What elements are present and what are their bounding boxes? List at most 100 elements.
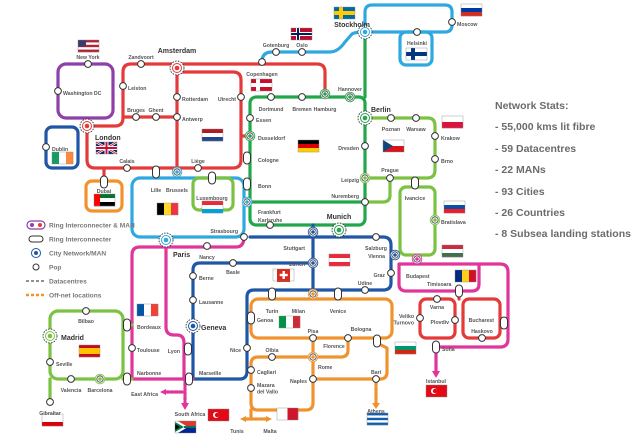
station-sofia[interactable]: Sofia (432, 340, 455, 354)
station-zurich[interactable]: Zurich (289, 257, 319, 269)
station-warsaw[interactable]: Warsaw (406, 114, 427, 133)
station-bruges[interactable]: Bruges (127, 108, 145, 121)
station-stockholm[interactable]: Stockholm (334, 22, 373, 40)
station-barcelona[interactable]: Barcelona (87, 373, 113, 394)
station-utrecht[interactable]: Utrecht (218, 93, 245, 103)
station-bucharest[interactable]: Bucharest (469, 316, 508, 330)
station-pisa[interactable]: Pisa (308, 329, 319, 342)
station-zandvoort[interactable]: Zandvoort (128, 55, 154, 68)
station-leipzig[interactable]: Leipzig (341, 172, 371, 184)
station-antwerp[interactable]: Antwerp (173, 113, 203, 123)
station-bremen[interactable]: Bremen (292, 93, 312, 113)
station-lausanne[interactable]: Lausanne (189, 296, 224, 306)
station-rotterdam[interactable]: Rotterdam (173, 93, 209, 103)
station-malta[interactable]: Malta (263, 429, 276, 435)
station-copenhagen[interactable]: Copenhagen (246, 58, 278, 78)
city-network-icon (31, 248, 41, 258)
station-east-africa[interactable]: East Africa (131, 392, 158, 398)
station-luxembourg[interactable]: Luxembourg (196, 171, 228, 202)
station-olbia[interactable]: Olbia (266, 348, 279, 361)
station-gibraltar[interactable]: Gibraltar (39, 398, 61, 417)
station-dortmund[interactable]: Dortmund (259, 93, 284, 113)
station-bologna[interactable]: Bologna (351, 327, 381, 348)
station-dusseldorf[interactable]: Dusseldorf (244, 130, 285, 142)
station-cagliari[interactable]: Cagliari (247, 366, 277, 376)
station-poznan[interactable]: Poznan (382, 114, 400, 133)
station-essen[interactable]: Essen (246, 114, 272, 124)
station-munich[interactable]: Munich (327, 214, 352, 238)
station-washington-dc[interactable]: Washington DC (54, 87, 102, 97)
station-basle[interactable]: Basle (226, 259, 240, 276)
station-bilbao[interactable]: Bilbao (78, 307, 94, 325)
station-budapest[interactable]: Budapest (406, 253, 430, 280)
station-karlsruhe[interactable]: Karlsruhe (258, 218, 282, 229)
station-athens[interactable]: Athens (367, 409, 385, 415)
station-toulouse[interactable]: Toulouse (128, 344, 160, 354)
station-turin[interactable]: Turin (266, 287, 279, 315)
station-moscow[interactable]: Moscow (448, 18, 479, 28)
station-south-africa[interactable]: South Africa (175, 412, 206, 418)
station-haskovo[interactable]: Haskovo (471, 329, 493, 342)
station-dresden[interactable]: Dresden (338, 142, 369, 152)
station-dubai[interactable]: Dubai (97, 175, 112, 195)
station-nuremberg[interactable]: Nuremberg (331, 194, 369, 206)
station-timisoara[interactable]: Timisoara (427, 282, 463, 298)
station-genoa[interactable]: Genoa (247, 311, 274, 325)
station-istanbul[interactable]: Istanbul (426, 379, 446, 385)
station-seville[interactable]: Seville (46, 358, 73, 368)
germany-flag-icon (297, 139, 320, 153)
station-brussels[interactable]: Brussels (166, 166, 188, 194)
station-amsterdam[interactable]: Amsterdam (158, 48, 197, 76)
station-calais[interactable]: Calais (119, 159, 135, 172)
station-ghent[interactable]: Ghent (149, 108, 164, 121)
station-bari[interactable]: Bari (371, 370, 382, 383)
station-vienna[interactable]: Vienna (368, 249, 401, 261)
station-venice[interactable]: Venice (330, 287, 347, 315)
station-berne[interactable]: Berne (189, 272, 214, 282)
station-bratislava[interactable]: Bratislava (429, 214, 466, 226)
station-paris[interactable]: Paris (158, 232, 190, 259)
station-florence[interactable]: Florence (323, 334, 352, 350)
station-hamburg[interactable]: Hamburg (314, 88, 337, 113)
station-leiston[interactable]: Leiston (119, 82, 147, 92)
station-naples[interactable]: Naples (290, 375, 317, 385)
station-lille[interactable]: Lille (151, 165, 161, 194)
station-stuttgart[interactable]: Stuttgart (283, 226, 319, 252)
station-helsinki[interactable]: Helsinki (407, 28, 427, 47)
station-rome[interactable]: Rome (307, 351, 333, 371)
station-strasbourg[interactable]: Strasbourg (210, 229, 248, 241)
station-frankfurt[interactable]: Frankfurt (241, 196, 281, 216)
station-tunis[interactable]: Tunis (230, 429, 244, 435)
station-narbonne[interactable]: Narbonne (123, 371, 162, 386)
station-berlin[interactable]: Berlin (357, 107, 391, 126)
station-marseille[interactable]: Marseille (185, 371, 222, 386)
station-plovdiv[interactable]: Plovdiv (431, 316, 459, 326)
station-ivancice[interactable]: Ivancice (405, 176, 426, 202)
station-oslo[interactable]: Oslo (296, 43, 308, 56)
station-prague[interactable]: Prague (381, 168, 399, 182)
station-li-ge[interactable]: Liège (191, 159, 205, 172)
station-brno[interactable]: Brno (431, 155, 454, 165)
station-madrid[interactable]: Madrid (42, 328, 84, 344)
station-varna[interactable]: Varna (430, 295, 444, 311)
station-lyon[interactable]: Lyon (168, 342, 192, 356)
station-bonn[interactable]: Bonn (243, 177, 272, 191)
station-krakow[interactable]: Krakow (431, 132, 461, 142)
station-cologne[interactable]: Cologne (243, 151, 279, 165)
station-dublin[interactable]: Dublin (42, 143, 69, 153)
station-geneva[interactable]: Geneva (185, 318, 226, 334)
station-milan[interactable]: Milan (292, 288, 319, 315)
station-bordeaux[interactable]: Bordeaux (123, 318, 162, 332)
station-udine[interactable]: Udine (358, 281, 373, 294)
station-valencia[interactable]: Valencia (61, 375, 82, 394)
station-gotenburg[interactable]: Gotenburg (263, 43, 290, 56)
station-nice[interactable]: Nice (230, 344, 251, 354)
station-new-york[interactable]: New York (76, 55, 100, 68)
station-graz[interactable]: Graz (373, 269, 395, 279)
station-salzburg[interactable]: Salzburg (365, 233, 387, 252)
station-hannover[interactable]: Hannover (338, 87, 362, 103)
station-nancy[interactable]: Nancy (199, 242, 215, 261)
station-london[interactable]: London (79, 118, 121, 142)
